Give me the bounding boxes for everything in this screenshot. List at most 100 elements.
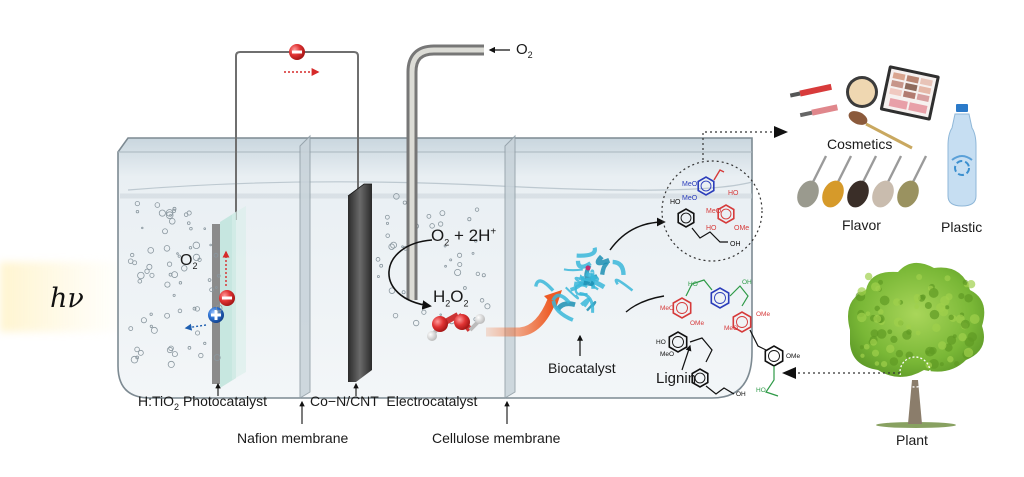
palette-blush [888,98,908,110]
leaf [939,362,944,367]
spice-spoon [847,180,869,208]
bubble [195,330,201,336]
bubble [132,260,138,266]
leaf [952,334,957,339]
leaf [958,333,967,342]
veratraldehyde-ring [697,176,715,196]
light-symbol: hν [50,283,84,314]
lignin-pointer [681,344,692,371]
ho-label: HO [670,199,681,206]
enzyme-ribbon [580,297,590,308]
spoon-handle [910,155,928,185]
bubble [130,252,135,258]
leaf [876,329,887,339]
bubble [135,355,139,360]
lignin-ring-black2 [764,345,784,367]
spice-spoon [872,180,894,208]
cellulose-membrane [504,134,516,399]
coniferyl-alcohol-ring [677,208,695,228]
bubble [481,273,486,278]
bubble [134,200,140,207]
bubble [162,228,168,235]
bubble [192,306,197,311]
spoon-handle [810,155,828,185]
meo-label: MeO [724,325,738,332]
h2o2-label: H2O2 [433,287,469,309]
leaf [962,279,968,286]
electrocatalyst-label: Co−N/CNT Electrocatalyst [310,393,478,409]
oh-label: OH [730,241,741,248]
palette-shade [889,87,903,97]
bubble [388,287,396,294]
lignin-ring-black3-ring [694,372,706,384]
bubble [172,206,177,211]
leaf [895,349,904,358]
lignin-linker [765,366,779,397]
coniferyl-alcohol-ring-ring [680,212,692,224]
syringic-acid-ring [717,204,735,224]
co-n-cnt-electrode [347,183,372,382]
bubble [177,308,183,314]
enzyme-ribbon [569,275,585,292]
bubble [444,264,447,268]
bubble [186,221,191,225]
leaf [960,319,970,329]
bubble [164,312,170,319]
bubble [385,221,389,225]
leaf [863,343,870,350]
bubble [473,238,478,243]
enzyme-ribbon [551,293,571,304]
enzyme-ribbon [585,271,600,282]
leaf [945,293,953,301]
bubble [388,243,395,250]
lignin-linker [685,279,713,297]
plant-arrowhead [782,367,796,379]
cosmetics-label: Cosmetics [827,136,893,152]
leaf [966,279,976,289]
ho-label: HO [728,190,739,197]
leaf [929,309,940,320]
bubble [443,244,447,248]
leaf [870,329,879,338]
leaf [963,347,974,358]
lignin-ring-blue [710,287,730,309]
enzyme-ribbon [614,278,634,292]
bubble [393,193,400,200]
flavor-label: Flavor [842,217,881,233]
meo-label: MeO [682,181,698,188]
palette-shade [916,93,930,103]
enzyme-ribbon [575,260,592,269]
biocatalyst-label: Biocatalyst [548,360,616,376]
leaf [877,309,884,315]
spoon-handle [860,155,878,185]
lignin-ring-black2-ring [768,350,780,362]
bubble [194,306,200,312]
propenyl-chain [691,227,728,243]
leaf [958,293,965,300]
lignin-ring-red2 [732,311,752,333]
bubble [128,326,134,331]
enzyme-ribbon [583,280,595,286]
h2o2-molecule [427,312,485,341]
enzyme-heme [585,265,591,271]
bubble [467,217,472,222]
bubble [135,209,140,214]
oxygen-input-label: O2 [516,41,533,60]
enzyme-ribbon [534,279,555,292]
palette-shade [906,75,920,84]
bubble [149,312,153,316]
wire-electron [289,44,305,60]
lignin-ring-blue-ring [714,292,726,304]
leaf [905,351,914,360]
bubble [390,241,397,249]
leaf [937,341,947,350]
palette-blush [908,102,928,114]
leaf [893,317,904,327]
enzyme-ribbon [579,291,595,313]
bubble [402,200,407,205]
bubble [439,313,442,317]
bubble [457,252,463,258]
monomer-highlight-circle [661,160,763,262]
bubble [137,271,145,280]
